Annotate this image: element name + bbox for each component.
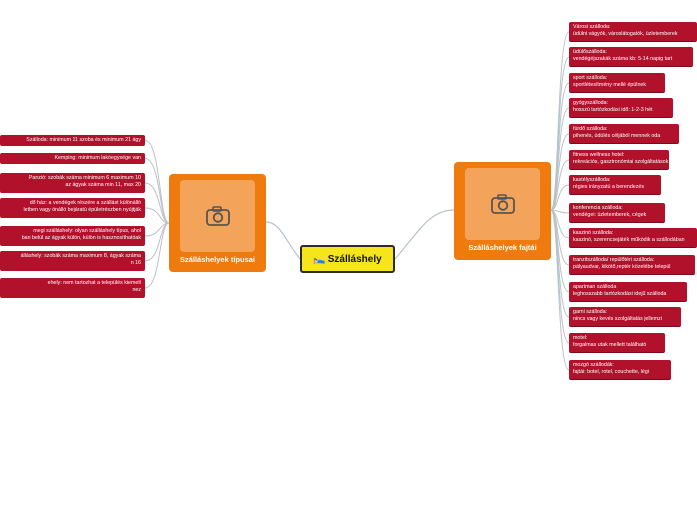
central-topic-label: Szálláshely (327, 253, 382, 265)
leaf-text-line: fitness wellness hotel: (573, 152, 625, 158)
connector-center-left (265, 221, 301, 260)
branch-right-label: Szálláshelyek fajtái (468, 243, 537, 252)
central-topic[interactable]: 🛌 Szálláshely (300, 245, 395, 273)
right-leaf-7[interactable]: kastélyszálloda:régies irányzatú a beren… (569, 175, 661, 195)
leaf-text-line: pályaudvar, kikötő,reptér közelébe telep… (573, 264, 671, 270)
leaf-text-line: tranzitszálloda/ repülőtéri szálloda: (573, 257, 655, 263)
leaf-text-line: hosszú tartózkodási idő: 1-2-3 hét (573, 107, 653, 113)
leaf-text-line: fajtái: botel, rotel, couchette, légi (573, 369, 649, 375)
leaf-text-line: leghosszabb tartózkodási idejű szálloda (573, 291, 667, 297)
leaf-text-line: az ágyak száma min 11, max 20 (65, 182, 141, 188)
connector-center-right (394, 209, 455, 260)
left-leaf-7[interactable]: ehely: nem tartozhat a település kiemelt… (0, 278, 145, 298)
right-leaf-4[interactable]: gyógyszálloda:hosszú tartózkodási idő: 1… (569, 98, 673, 118)
leaf-text-line: üdülőszálloda: (573, 49, 607, 55)
camera-icon (180, 180, 255, 252)
right-leaf-5[interactable]: fürdő szálloda:pihenés, üdülés céljából … (569, 124, 679, 144)
right-leaf-8[interactable]: konferencia szálloda:vendégei: üzletembe… (569, 203, 665, 223)
leaf-text-line: kaszinó, szerencsejáték működik a szállo… (573, 237, 685, 243)
right-leaf-10[interactable]: tranzitszálloda/ repülőtéri szálloda:pál… (569, 255, 695, 275)
right-leaf-9[interactable]: kaszinó szálloda:kaszinó, szerencsejáték… (569, 228, 697, 248)
leaf-text-line: nincs vagy kevés szolgáltatás jellemzi (573, 316, 662, 322)
leaf-text-line: vendégei: üzletemberek, cégek (573, 212, 647, 218)
connector-leaf (144, 207, 170, 224)
leaf-text-line: ehely: nem tartozhat a település kiemelt (47, 280, 141, 286)
branch-left-label: Szálláshelyek típusai (179, 255, 256, 264)
leaf-text-line: kaszinó szálloda: (573, 230, 614, 236)
branch-left[interactable]: Szálláshelyek típusai (169, 174, 266, 272)
right-leaf-6[interactable]: fitness wellness hotel:rekreációs, gaszt… (569, 150, 669, 170)
connector-leaf (144, 222, 170, 289)
leaf-text-line: vendégéjszakák száma kb: 5-14 napig tart (573, 56, 673, 62)
leaf-text-line: motel: (573, 335, 588, 341)
left-leaf-6[interactable]: álláshely: szobák száma maximum 8, ágyak… (0, 251, 145, 271)
leaf-text-line: mozgó szállodák: (573, 362, 614, 368)
connector-leaf (144, 182, 170, 224)
leaf-text-line: nez (132, 287, 141, 293)
bed-icon: 🛌 (313, 253, 326, 265)
left-leaf-5[interactable]: megi szálláshely: olyan szálláshely típu… (0, 226, 145, 246)
right-leaf-14[interactable]: mozgó szállodák:fajtái: botel, rotel, co… (569, 360, 671, 380)
right-leaf-1[interactable]: Városi szálloda:üdülni vágyók, városláto… (569, 22, 697, 42)
leaf-text-line: pihenés, üdülés céljából mennek oda (573, 133, 661, 139)
leaf-text-line: Panzió: szobák száma minimum 6 maximum 1… (28, 175, 141, 181)
leaf-text-line: fürdő szálloda: (573, 126, 608, 132)
leaf-text-line: garni szálloda: (573, 309, 608, 315)
leaf-text-line: forgalmas utak mellett található (573, 342, 647, 348)
leaf-text-line: ban belül az ágyak külön, külön is haszn… (21, 235, 141, 241)
connector-leaf (144, 140, 170, 224)
leaf-text-line: üdülni vágyók, városlátogatók, üzletembe… (573, 31, 678, 37)
leaf-text-line: gyógyszálloda: (573, 100, 609, 106)
leaf-text-line: konferencia szálloda: (573, 205, 623, 211)
leaf-text-line: apartman szálloda (573, 284, 617, 290)
left-leaf-4[interactable]: dő ház: a vendégek részére a szállást kü… (0, 198, 145, 218)
leaf-text-line: sport szálloda: (573, 75, 608, 81)
right-leaf-2[interactable]: üdülőszálloda:vendégéjszakák száma kb: 5… (569, 47, 693, 67)
leaf-text-line: álláshely: szobák száma maximum 8, ágyak… (20, 253, 141, 259)
leaf-text-line: dő ház: a vendégek részére a szállást kü… (29, 200, 141, 206)
branch-right[interactable]: Szálláshelyek fajtái (454, 162, 551, 260)
left-leaf-3[interactable]: Panzió: szobák száma minimum 6 maximum 1… (0, 173, 145, 193)
leaf-text-line: kastélyszálloda: (573, 177, 611, 183)
right-leaf-13[interactable]: motel:forgalmas utak mellett található (569, 333, 665, 353)
leaf-text-line: Kemping: minimum lakóegysége van (54, 155, 141, 161)
leaf-text-line: Szálloda: minimum 11 szoba és minimum 21… (26, 137, 141, 143)
leaf-text-line: régies irányzatú a berendezés (573, 184, 644, 190)
leaf-text-line: sportlétesítmény mellé épülnek (573, 82, 647, 88)
left-leaf-2[interactable]: Kemping: minimum lakóegysége van (0, 153, 145, 164)
connector-leaf (550, 184, 570, 211)
leaf-text-line: megi szálláshely: olyan szálláshely típu… (33, 228, 141, 234)
connector-leaf (550, 209, 570, 371)
leaf-text-line: rekreációs, gasztronómiai szolgáltatások (573, 159, 669, 165)
leaf-text-line: letben vagy önálló bejáratú épületrészbe… (23, 207, 142, 213)
connector-leaf (144, 222, 170, 262)
camera-icon (465, 168, 540, 240)
right-leaf-3[interactable]: sport szálloda:sportlétesítmény mellé ép… (569, 73, 665, 93)
right-leaf-12[interactable]: garni szálloda:nincs vagy kevés szolgált… (569, 307, 681, 327)
leaf-text-line: n 16 (130, 260, 141, 266)
left-leaf-1[interactable]: Szálloda: minimum 11 szoba és minimum 21… (0, 135, 145, 146)
connector-leaf (550, 56, 570, 211)
leaf-text-line: Városi szálloda: (573, 24, 611, 30)
